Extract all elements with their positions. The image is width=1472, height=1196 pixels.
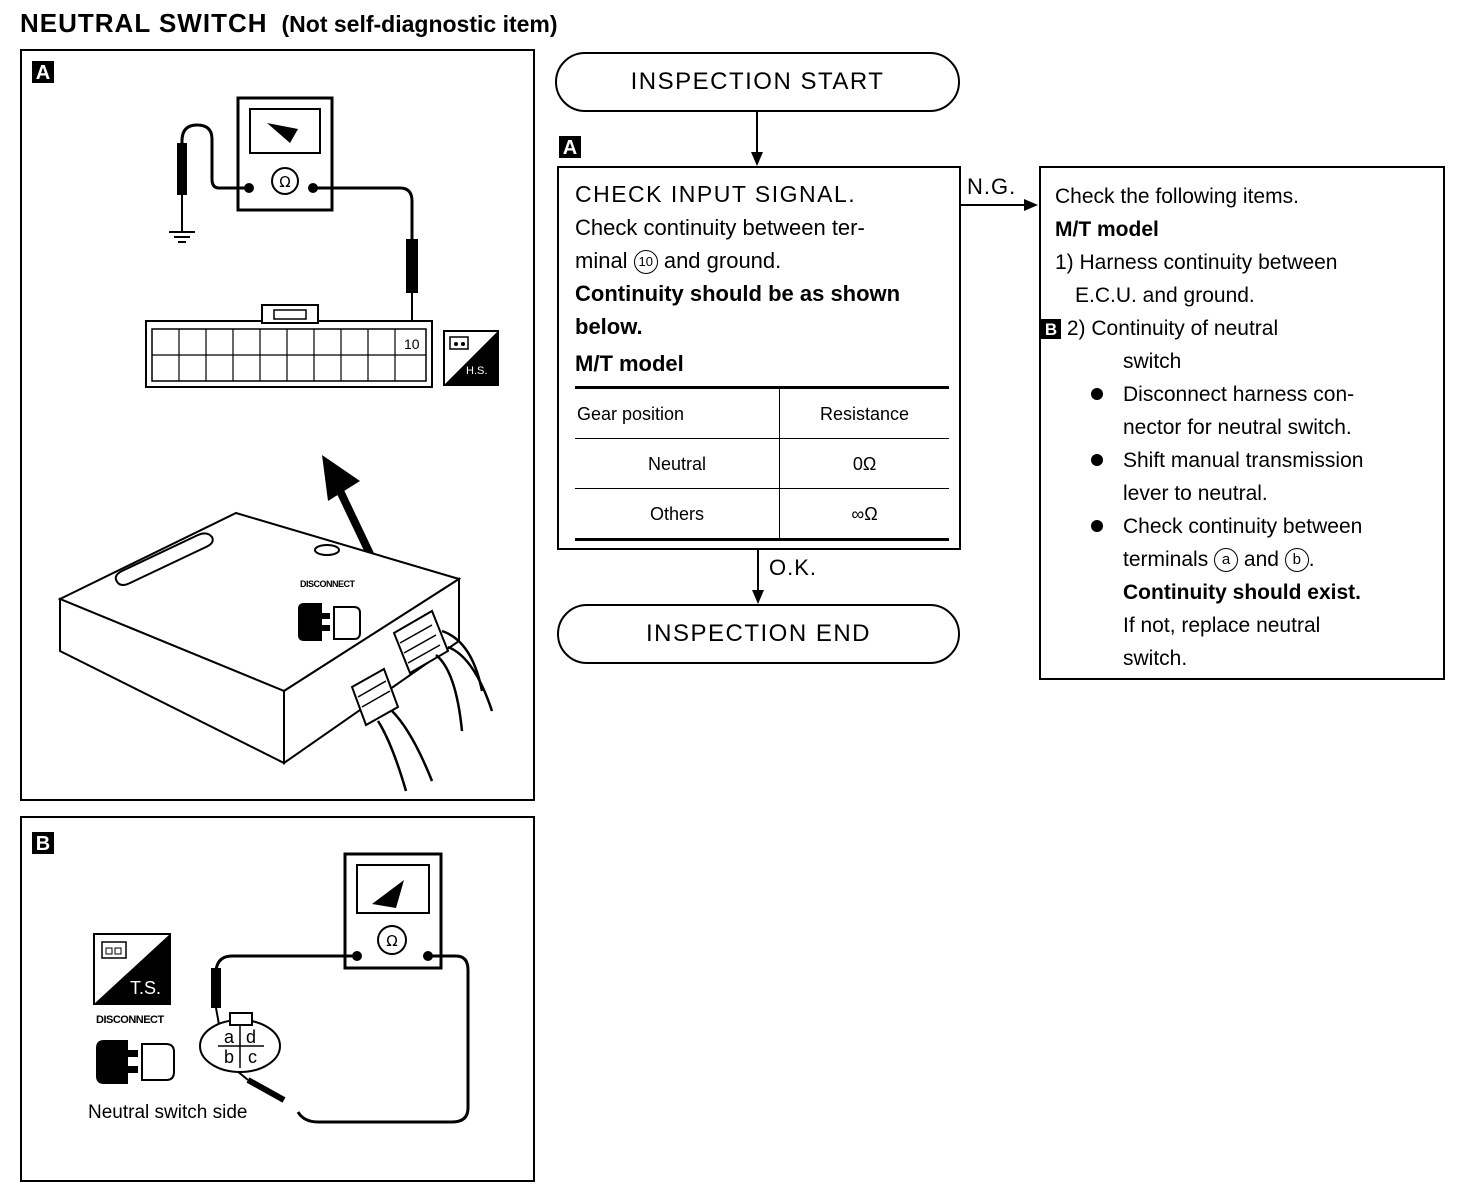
table-header-row: Gear position Resistance	[575, 386, 949, 439]
terminal-b-badge: b	[1284, 548, 1309, 573]
ng-bullet-3a: Check continuity between	[1123, 515, 1363, 538]
ng-bullet-2a: Shift manual transmission	[1123, 449, 1364, 472]
inspection-start-label: INSPECTION START	[630, 68, 885, 95]
check-bold-2: below.	[575, 314, 643, 339]
page-title: NEUTRAL SWITCH (Not self-diagnostic item)	[20, 8, 558, 39]
title-sub: (Not self-diagnostic item)	[281, 11, 558, 37]
svg-text:Ω: Ω	[279, 173, 290, 191]
check-line-1: Check continuity between ter-	[575, 215, 865, 240]
ng-model: M/T model	[1055, 218, 1159, 241]
ng-fix-b: switch.	[1123, 647, 1188, 670]
check-line-2b: and ground.	[663, 248, 782, 273]
ng-item-2-tag: B	[1041, 319, 1061, 339]
inspection-start: INSPECTION START	[555, 52, 960, 112]
ok-label: O.K.	[769, 555, 818, 580]
ng-bullet-2b: lever to neutral.	[1123, 482, 1268, 505]
svg-text:Ω: Ω	[386, 932, 397, 950]
table-cell: Neutral	[575, 438, 780, 489]
ng-label: N.G.	[967, 174, 1017, 199]
ng-item-1a: 1) Harness continuity between	[1055, 251, 1338, 274]
inspection-end-label: INSPECTION END	[645, 620, 872, 647]
check-line-2: minal 10 and ground.	[575, 244, 943, 277]
table-cell: Others	[575, 488, 780, 541]
ng-bullet-3b-end: .	[1308, 548, 1315, 571]
terminal-a: a	[224, 1027, 235, 1047]
check-bold-1: Continuity should be as shown	[575, 281, 901, 306]
ng-item-2-text: 2) Continuity of neutral	[1066, 317, 1279, 340]
bullet-icon	[1091, 520, 1103, 532]
harness-side-icon	[443, 330, 499, 386]
ohmmeter-icon: Ω	[343, 852, 443, 970]
neutral-switch-caption: Neutral switch side	[88, 1102, 248, 1123]
panel-b: B Ω	[20, 816, 535, 1182]
ng-bullet-1: Disconnect harness con-	[1055, 378, 1429, 411]
panel-a: A Ω	[20, 49, 535, 801]
ng-item-1b: E.C.U. and ground.	[1075, 284, 1255, 307]
ng-intro: Check the following items.	[1055, 185, 1299, 208]
panel-b-illustration: Ω	[93, 852, 470, 1124]
ng-item-2a: B 2) Continuity of neutral	[1041, 312, 1429, 345]
title-main: NEUTRAL SWITCH	[20, 8, 268, 38]
disconnect-label-b: DISCONNECT	[96, 1014, 164, 1026]
terminal-side-icon	[93, 933, 171, 1005]
inspection-end: INSPECTION END	[557, 604, 960, 664]
ng-items-box: Check the following items. M/T model 1) …	[1039, 166, 1445, 680]
terminal-d: d	[246, 1027, 257, 1047]
neutral-switch-connector	[199, 1012, 281, 1073]
disconnect-label-a: DISCONNECT	[300, 579, 355, 589]
ohmmeter-icon: Ω	[236, 96, 334, 212]
terminal-10-label: 10	[404, 336, 420, 352]
ts-icon-label: T.S.	[130, 978, 162, 998]
bullet-icon	[1091, 454, 1103, 466]
ng-bullet-3b-text: terminals	[1123, 548, 1209, 571]
ng-fix-a: If not, replace neutral	[1123, 614, 1321, 637]
table-header: Gear position	[575, 386, 780, 439]
bullet-icon	[1091, 388, 1103, 400]
terminal-a-badge: a	[1214, 548, 1239, 573]
table-row: Neutral 0Ω	[575, 438, 949, 489]
check-heading: CHECK INPUT SIGNAL.	[575, 181, 857, 207]
resistance-table: Gear position Resistance Neutral 0Ω Othe…	[575, 386, 949, 541]
ng-item-2b: switch	[1123, 350, 1182, 373]
check-model: M/T model	[575, 351, 684, 376]
table-cell: ∞Ω	[779, 488, 949, 541]
disconnect-icon	[96, 1040, 175, 1084]
terminal-b: b	[224, 1047, 235, 1067]
ng-bullet-3b-and: and	[1243, 548, 1279, 571]
terminal-10-badge: 10	[633, 250, 658, 275]
harness-connectors	[350, 609, 494, 792]
check-line-2a: minal	[575, 248, 628, 273]
ng-bullet-1b: nector for neutral switch.	[1123, 416, 1352, 439]
panel-b-tag: B	[32, 832, 54, 855]
ng-bullet-1a: Disconnect harness con-	[1123, 383, 1355, 406]
panel-a-illustration: Ω	[57, 96, 499, 792]
ng-bullet-3b: terminals a and b.	[1055, 543, 1429, 576]
ng-bullet-2: Shift manual transmission	[1055, 444, 1429, 477]
check-input-signal-box: CHECK INPUT SIGNAL. Check continuity bet…	[557, 166, 961, 550]
disconnect-icon	[298, 603, 361, 641]
hs-icon-label: H.S.	[466, 365, 488, 377]
terminal-c: c	[248, 1047, 257, 1067]
ecu-connector	[145, 304, 433, 388]
table-header: Resistance	[779, 386, 949, 439]
ng-bullet-3: Check continuity between	[1055, 510, 1429, 543]
table-cell: 0Ω	[779, 438, 949, 489]
panel-a-tag: A	[32, 61, 54, 84]
table-row: Others ∞Ω	[575, 488, 949, 541]
step-a-tag: A	[559, 136, 581, 159]
ng-bold: Continuity should exist.	[1123, 581, 1362, 604]
